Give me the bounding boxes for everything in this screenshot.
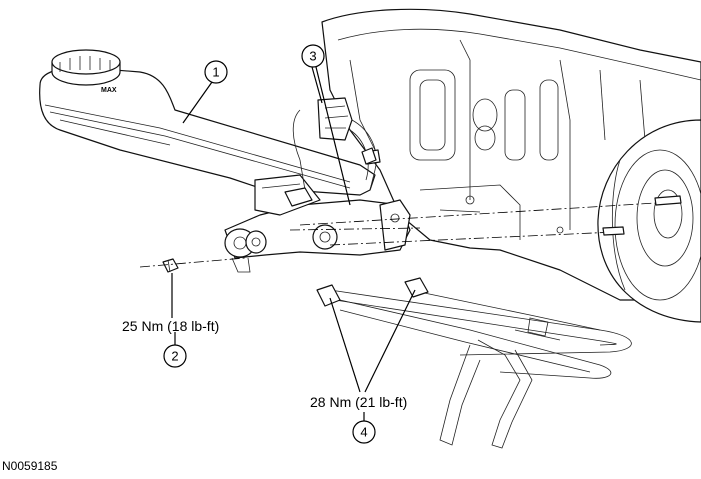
- brake-booster: [597, 119, 701, 323]
- centerline-mc: [289, 227, 421, 231]
- max-marking: MAX: [101, 87, 117, 94]
- brake-lines: [316, 277, 632, 449]
- callout-2: 25 Nm (18 lb-ft) 2: [122, 273, 219, 368]
- callout-4-torque: 28 Nm (21 lb-ft): [310, 394, 407, 410]
- callout-1-number: 1: [212, 65, 219, 80]
- mounting-nut: [162, 258, 179, 273]
- callout-4: 28 Nm (21 lb-ft) 4: [310, 289, 416, 444]
- callout-1-circle: [204, 60, 228, 84]
- fluid-reservoir: MAX: [39, 49, 376, 196]
- callout-2-circle: [163, 344, 187, 368]
- callout-1: 1: [182, 60, 228, 124]
- callout-3: 3: [301, 44, 351, 206]
- callout-3-circle: [301, 44, 325, 68]
- booster-studs: [602, 195, 682, 236]
- figure-id: N0059185: [2, 459, 58, 473]
- callout-4-circle: [352, 420, 376, 444]
- callout-2-number: 2: [171, 349, 178, 364]
- centerline-stud-upper: [299, 201, 673, 226]
- sensor-clip: [361, 147, 377, 165]
- callout-4-number: 4: [360, 425, 367, 440]
- centerline-nut: [139, 257, 246, 268]
- callout-3-number: 3: [309, 49, 316, 64]
- tube-nut-secondary: [404, 277, 429, 298]
- callout-2-torque: 25 Nm (18 lb-ft): [122, 318, 219, 334]
- tube-nut-primary: [316, 284, 341, 307]
- centerline-stud-lower: [329, 231, 616, 246]
